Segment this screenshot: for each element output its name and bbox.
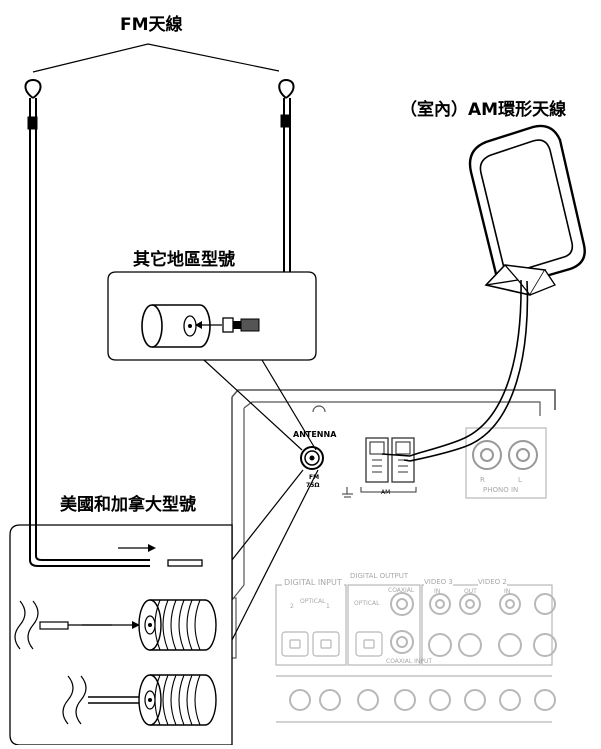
fm-label: FM <box>309 474 319 481</box>
video3-label: VIDEO 3 <box>424 578 453 586</box>
digital-output-label: DIGITAL OUTPUT <box>350 572 408 580</box>
other-regions-callout <box>108 272 316 450</box>
fm-antenna-jack <box>301 447 323 469</box>
receiver-rear-panel <box>222 390 556 722</box>
am-loop-antenna <box>382 126 585 461</box>
coaxial-label: COAXIAL <box>388 587 414 594</box>
am-terminals <box>342 438 416 497</box>
video2-label: VIDEO 2 <box>478 578 507 586</box>
ohm-label: 75Ω <box>306 482 319 489</box>
us-canada-label: 美國和加拿大型號 <box>60 490 196 515</box>
optical-out-label: OPTICAL <box>354 600 379 607</box>
optical-1-label: 1 <box>326 603 330 610</box>
antenna-label: ANTENNA <box>293 430 336 439</box>
phono-in-label: PHONO IN <box>483 486 518 494</box>
coax-input-label: COAXIAL INPUT <box>386 658 432 665</box>
optical-label: OPTICAL <box>300 598 325 605</box>
digital-input-label: DIGITAL INPUT <box>282 578 344 587</box>
am-label: AM <box>381 489 390 496</box>
am-antenna-label: （室內）AM環形天線 <box>400 95 566 120</box>
optical-2-label: 2 <box>290 603 294 610</box>
phono-l-label: L <box>518 476 522 484</box>
fm-antenna-label: FM天線 <box>120 10 183 35</box>
other-regions-label: 其它地區型號 <box>133 245 235 270</box>
video2-in-label: IN <box>504 588 510 595</box>
phono-r-label: R <box>480 476 485 484</box>
digital-video-section <box>276 585 556 722</box>
video3-out-label: OUT <box>464 588 477 595</box>
video3-in-label: IN <box>434 588 440 595</box>
